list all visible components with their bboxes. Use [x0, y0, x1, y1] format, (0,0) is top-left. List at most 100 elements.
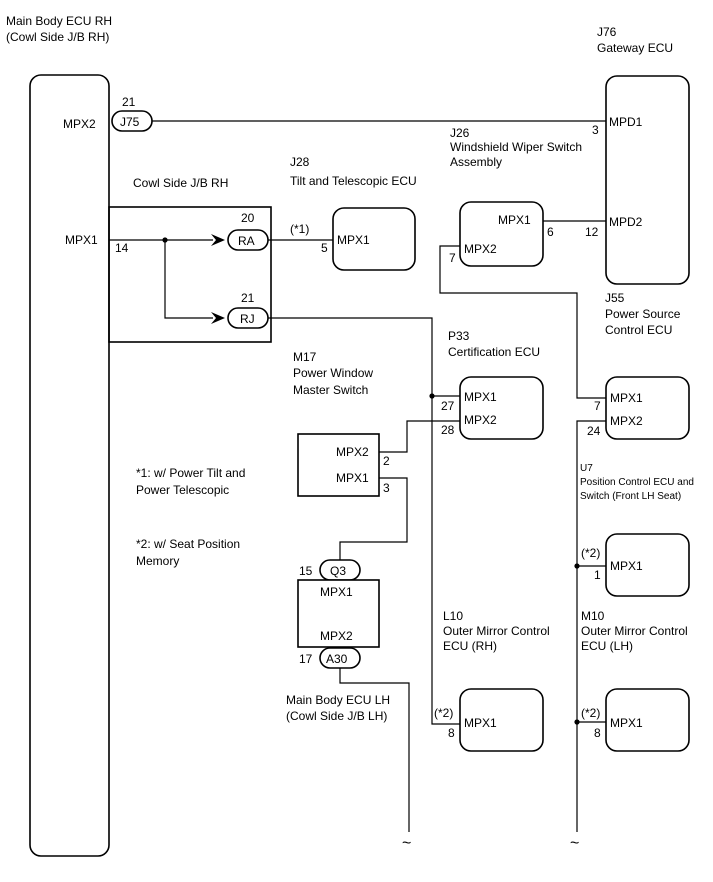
position-control-pin-mpx1-label: MPX1 — [610, 559, 643, 573]
mirror-lh-name-line2: ECU (LH) — [581, 639, 633, 653]
wire-window-mpx2-to-certification — [379, 420, 460, 453]
main-body-pin-mpx2-number: 21 — [122, 95, 136, 109]
power-source-ecu-name-line1: Power Source — [605, 307, 681, 321]
position-control-ecu-code: U7 — [580, 463, 593, 474]
gateway-ecu: J76 Gateway ECU MPD1 MPD2 3 12 — [585, 25, 690, 285]
mirror-rh-name-line2: ECU (RH) — [443, 639, 497, 653]
position-control-ecu-name-line1: Position Control ECU and — [580, 477, 694, 488]
position-control-note-ref: (*2) — [581, 546, 600, 560]
note-2-line1: *2: w/ Seat Position — [136, 537, 240, 551]
mirror-rh-pin-mpx1-label: MPX1 — [464, 716, 497, 730]
mirror-lh-name-line1: Outer Mirror Control — [581, 624, 688, 638]
main-body-pin-mpx2-label: MPX2 — [63, 117, 96, 131]
tilt-ecu-note-ref: (*1) — [290, 222, 309, 236]
gateway-pin-mpd1-label: MPD1 — [609, 115, 643, 129]
mirror-lh-note-ref: (*2) — [581, 706, 600, 720]
gateway-ecu-box — [605, 75, 690, 285]
ra-connector-pin: 20 — [241, 211, 255, 225]
wiper-switch-code: J26 — [450, 126, 470, 140]
tilt-ecu-name: Tilt and Telescopic ECU — [290, 174, 417, 188]
cowl-jb-rh-box — [108, 206, 272, 343]
certification-ecu-code: P33 — [448, 329, 470, 343]
wiper-switch: J26 Windshield Wiper Switch Assembly MPX… — [449, 126, 582, 267]
power-source-ecu-box — [605, 376, 690, 440]
j75-connector: J75 — [111, 110, 153, 132]
mirror-lh-pin-mpx1-label: MPX1 — [610, 716, 643, 730]
power-window-pin-mpx1-number: 3 — [383, 481, 390, 495]
main-body-pin-mpx1-number: 14 — [115, 241, 129, 255]
main-body-ecu-lh-title: Main Body ECU LH — [286, 693, 390, 707]
q3-connector-pin: 15 — [299, 564, 313, 578]
main-body-lh-pin-mpx1-label: MPX1 — [320, 585, 353, 599]
power-window-switch: M17 Power Window Master Switch MPX2 MPX1… — [293, 350, 390, 497]
gateway-pin-mpd2-label: MPD2 — [609, 215, 643, 229]
power-window-pin-mpx2-label: MPX2 — [336, 445, 369, 459]
position-control-ecu: U7 Position Control ECU and Switch (Fron… — [580, 463, 694, 597]
wiper-switch-name-line2: Assembly — [450, 155, 502, 169]
wire-wiper-to-power-source — [439, 245, 606, 399]
wiper-switch-pin-mpx2-label: MPX2 — [464, 242, 497, 256]
tilt-ecu-box — [332, 207, 416, 271]
wire-rj-to-certification — [268, 317, 460, 397]
cowl-jb-rh-title: Cowl Side J/B RH — [133, 176, 228, 190]
certification-pin-mpx2-number: 28 — [441, 423, 455, 437]
power-window-switch-code: M17 — [293, 350, 317, 364]
gateway-pin-mpd2-number: 12 — [585, 225, 599, 239]
j75-connector-label: J75 — [120, 115, 140, 129]
main-body-ecu-rh: Main Body ECU RH (Cowl Side J/B RH) MPX2… — [6, 14, 136, 857]
rj-arrow-icon — [211, 312, 225, 324]
tilt-ecu-code: J28 — [290, 155, 310, 169]
certification-pin-mpx2-label: MPX2 — [464, 413, 497, 427]
rj-connector-label: RJ — [240, 312, 255, 326]
position-control-ecu-box — [605, 533, 690, 597]
power-window-pin-mpx1-label: MPX1 — [336, 471, 369, 485]
gateway-pin-mpd1-number: 3 — [592, 123, 599, 137]
power-source-pin-mpx2-label: MPX2 — [610, 414, 643, 428]
main-body-pin-mpx1-label: MPX1 — [65, 233, 98, 247]
wire-break-mark-left: ~ — [402, 835, 411, 852]
main-body-ecu-lh: Q3 15 MPX1 MPX2 A30 17 Main Body ECU LH … — [286, 559, 390, 723]
a30-connector-pin: 17 — [299, 652, 313, 666]
position-control-ecu-name-line2: Switch (Front LH Seat) — [580, 491, 681, 502]
ra-connector-label: RA — [238, 234, 255, 248]
mirror-rh-pin-mpx1-number: 8 — [448, 726, 455, 740]
main-body-lh-pin-mpx2-label: MPX2 — [320, 629, 353, 643]
main-body-ecu-rh-title: Main Body ECU RH — [6, 14, 112, 28]
certification-ecu-box — [459, 376, 544, 440]
splice-point-mirror-lh — [574, 719, 580, 725]
main-body-ecu-rh-box — [29, 74, 110, 857]
a30-connector-label: A30 — [326, 652, 348, 666]
tilt-ecu-pin-mpx1-number: 5 — [321, 241, 328, 255]
splice-point-certification — [429, 393, 435, 399]
mirror-rh-name-line1: Outer Mirror Control — [443, 624, 550, 638]
wire-certification-to-mirror-rh — [431, 396, 460, 725]
power-source-ecu: J55 Power Source Control ECU MPX1 MPX2 7… — [587, 291, 690, 440]
tilt-ecu: J28 Tilt and Telescopic ECU MPX1 (*1) 5 — [290, 155, 417, 271]
wiper-switch-name-line1: Windshield Wiper Switch — [450, 140, 582, 154]
certification-ecu-name: Certification ECU — [448, 345, 540, 359]
power-window-switch-name-line2: Master Switch — [293, 383, 368, 397]
ra-arrow-icon — [211, 234, 225, 246]
note-2-line2: Memory — [136, 554, 179, 568]
certification-pin-mpx1-number: 27 — [441, 399, 455, 413]
mirror-ecu-rh: L10 Outer Mirror Control ECU (RH) MPX1 (… — [434, 609, 550, 752]
power-window-switch-name-line1: Power Window — [293, 366, 373, 380]
wire-window-mpx1-to-q3 — [339, 477, 408, 560]
q3-connector-label: Q3 — [330, 564, 346, 578]
main-body-ecu-rh-subtitle: (Cowl Side J/B RH) — [6, 30, 109, 44]
splice-point-position-control — [574, 563, 580, 569]
power-window-pin-mpx2-number: 2 — [383, 454, 390, 468]
mirror-ecu-lh: M10 Outer Mirror Control ECU (LH) MPX1 (… — [581, 609, 690, 752]
power-source-ecu-code: J55 — [605, 291, 625, 305]
mirror-lh-code: M10 — [581, 609, 605, 623]
tilt-ecu-pin-mpx1-label: MPX1 — [337, 233, 370, 247]
certification-ecu: P33 Certification ECU MPX1 MPX2 27 28 — [441, 329, 544, 440]
cowl-jb-rh: Cowl Side J/B RH RA 20 RJ 21 — [108, 176, 272, 343]
wiper-switch-box — [459, 201, 544, 267]
certification-pin-mpx1-label: MPX1 — [464, 390, 497, 404]
power-window-switch-box — [297, 433, 380, 497]
note-1-line2: Power Telescopic — [136, 483, 229, 497]
power-source-ecu-name-line2: Control ECU — [605, 323, 672, 337]
gateway-ecu-code: J76 — [597, 25, 617, 39]
